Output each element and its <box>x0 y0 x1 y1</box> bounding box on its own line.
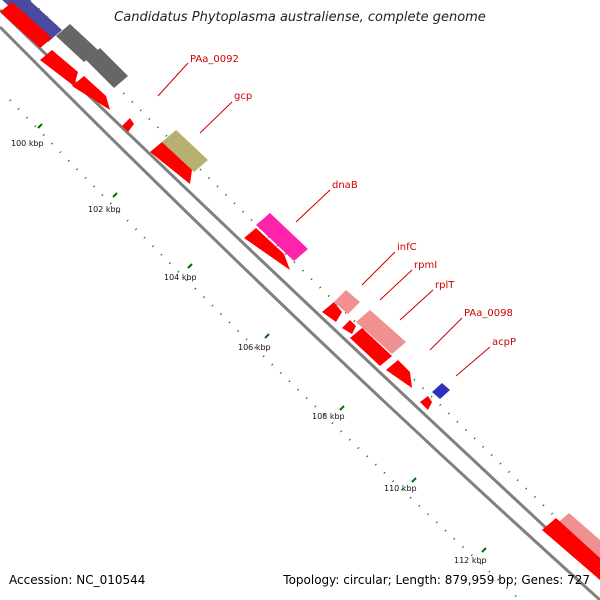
feature-salmon-2 <box>356 310 406 354</box>
tick-label-112: 112 kbp <box>454 556 487 565</box>
gene-label-dnaB: dnaB <box>332 180 358 191</box>
cds-arrows <box>0 2 600 580</box>
tick-major-marks <box>37 123 487 553</box>
accession-text: Accession: NC_010544 <box>9 573 146 587</box>
gene-label-PAa_0092: PAa_0092 <box>190 54 239 65</box>
feature-olive <box>162 130 208 172</box>
tick-label-100: 100 kbp <box>11 139 44 148</box>
gene-label-rpmI: rpmI <box>414 260 437 271</box>
gene-label-gcp: gcp <box>234 91 252 102</box>
feature-blue <box>432 383 450 399</box>
map-title: Candidatus Phytoplasma australiense, com… <box>114 10 486 25</box>
tick-label-106: 106 kbp <box>238 343 271 352</box>
gene-label-rplT: rplT <box>435 280 455 291</box>
gene-label-infC: infC <box>397 242 417 253</box>
gene-label-acpP: acpP <box>492 337 516 348</box>
tick-label-104: 104 kbp <box>164 273 197 282</box>
feature-grey-2 <box>86 48 128 88</box>
leader-lines <box>157 62 491 377</box>
tick-label-108: 108 kbp <box>312 412 345 421</box>
feature-salmon-1 <box>334 290 360 314</box>
genome-summary-text: Topology: circular; Length: 879,959 bp; … <box>283 573 590 587</box>
feature-grey-1 <box>56 24 98 62</box>
gene-label-PAa_0098: PAa_0098 <box>464 308 513 319</box>
genome-backbone-inner <box>0 25 600 600</box>
feature-magenta <box>256 213 308 261</box>
tick-label-102: 102 kbp <box>88 205 121 214</box>
tick-label-110: 110 kbp <box>384 484 417 493</box>
